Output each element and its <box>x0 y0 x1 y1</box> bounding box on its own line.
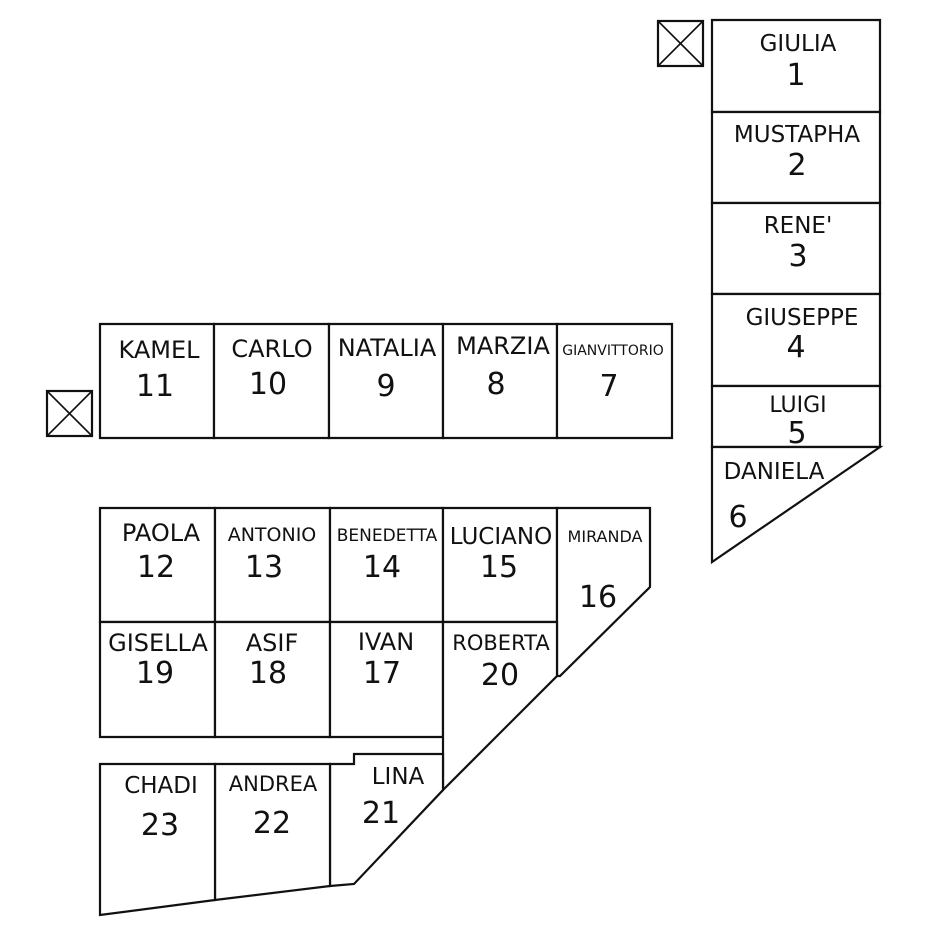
stall-name: PAOLA <box>122 519 201 547</box>
stall-mustapha-2[interactable]: MUSTAPHA 2 <box>710 110 882 205</box>
stall-asif-18[interactable]: ASIF 18 <box>213 620 332 739</box>
stall-number: 10 <box>249 367 287 402</box>
stall-number: 20 <box>481 658 519 693</box>
stall-giulia-1[interactable]: GIULIA 1 <box>710 18 882 114</box>
stall-gianvittorio-7[interactable]: GIANVITTORIO 7 <box>555 322 674 440</box>
stall-name: GISELLA <box>108 629 208 657</box>
stall-name: BENEDETTA <box>337 526 438 546</box>
stall-miranda-16[interactable]: MIRANDA 16 <box>555 506 652 678</box>
stall-number: 19 <box>136 656 174 691</box>
stall-name: LUIGI <box>769 393 826 418</box>
stall-name: ASIF <box>246 629 299 657</box>
stall-antonio-13[interactable]: ANTONIO 13 <box>213 506 332 624</box>
stall-paola-12[interactable]: PAOLA 12 <box>98 506 217 624</box>
stall-name: DANIELA <box>724 459 825 485</box>
stall-chadi-23[interactable]: CHADI 23 <box>98 762 217 917</box>
stall-number: 15 <box>480 550 518 585</box>
stall-natalia-9[interactable]: NATALIA 9 <box>327 322 445 440</box>
stall-andrea-22[interactable]: ANDREA 22 <box>213 762 332 902</box>
stall-name: CARLO <box>231 335 312 363</box>
stall-name: KAMEL <box>119 336 201 364</box>
stall-name: GIULIA <box>760 31 837 57</box>
stall-ivan-17[interactable]: IVAN 17 <box>328 620 445 739</box>
stall-number: 13 <box>245 550 283 585</box>
stall-name: MUSTAPHA <box>734 122 860 148</box>
stall-roberta-20[interactable]: ROBERTA 20 <box>441 620 559 793</box>
crossed-box-icon <box>45 389 94 438</box>
stall-number: 8 <box>486 367 505 402</box>
stall-number: 2 <box>787 148 806 183</box>
stall-name: GIANVITTORIO <box>562 343 664 359</box>
stall-number: 4 <box>786 330 805 365</box>
stall-kamel-11[interactable]: KAMEL 11 <box>98 322 216 440</box>
stall-number: 3 <box>788 239 807 274</box>
stall-number: 17 <box>363 656 401 691</box>
stall-number: 6 <box>728 500 747 535</box>
stall-name: ROBERTA <box>452 631 550 655</box>
stall-name: RENE' <box>764 213 833 239</box>
stall-number: 9 <box>376 369 395 404</box>
stall-number: 1 <box>786 58 805 93</box>
stall-number: 7 <box>599 369 618 404</box>
stall-name: LINA <box>372 764 425 790</box>
stall-luciano-15[interactable]: LUCIANO 15 <box>441 506 559 624</box>
stall-gisella-19[interactable]: GISELLA 19 <box>98 620 217 739</box>
stall-carlo-10[interactable]: CARLO 10 <box>212 322 331 440</box>
stall-number: 14 <box>363 550 401 585</box>
stall-luigi-5[interactable]: LUIGI 5 <box>710 384 882 451</box>
stall-marzia-8[interactable]: MARZIA 8 <box>441 322 559 440</box>
stall-name: ANTONIO <box>228 524 317 546</box>
stall-lina-21[interactable]: LINA 21 <box>328 752 445 888</box>
stall-name: ANDREA <box>229 772 318 796</box>
stall-benedetta-14[interactable]: BENEDETTA 14 <box>328 506 445 624</box>
crossed-box-icon <box>656 19 705 68</box>
stall-name: MARZIA <box>456 332 550 360</box>
stall-number: 22 <box>253 806 291 841</box>
stall-name: CHADI <box>124 773 198 799</box>
stall-name: GIUSEPPE <box>746 305 859 331</box>
stall-daniela-6[interactable]: DANIELA 6 <box>710 445 884 565</box>
stall-giuseppe-4[interactable]: GIUSEPPE 4 <box>710 292 882 388</box>
stall-number: 12 <box>137 550 175 585</box>
stall-number: 21 <box>362 796 400 831</box>
stall-number: 18 <box>249 656 287 691</box>
stall-name: IVAN <box>358 628 414 656</box>
stall-name: NATALIA <box>338 334 437 362</box>
stall-name: LUCIANO <box>450 524 552 550</box>
stall-rene-3[interactable]: RENE' 3 <box>710 201 882 296</box>
stall-number: 23 <box>141 808 179 843</box>
stall-number: 16 <box>579 580 617 615</box>
stall-number: 5 <box>787 416 806 451</box>
stall-number: 11 <box>136 369 174 404</box>
stall-name: MIRANDA <box>568 527 643 546</box>
